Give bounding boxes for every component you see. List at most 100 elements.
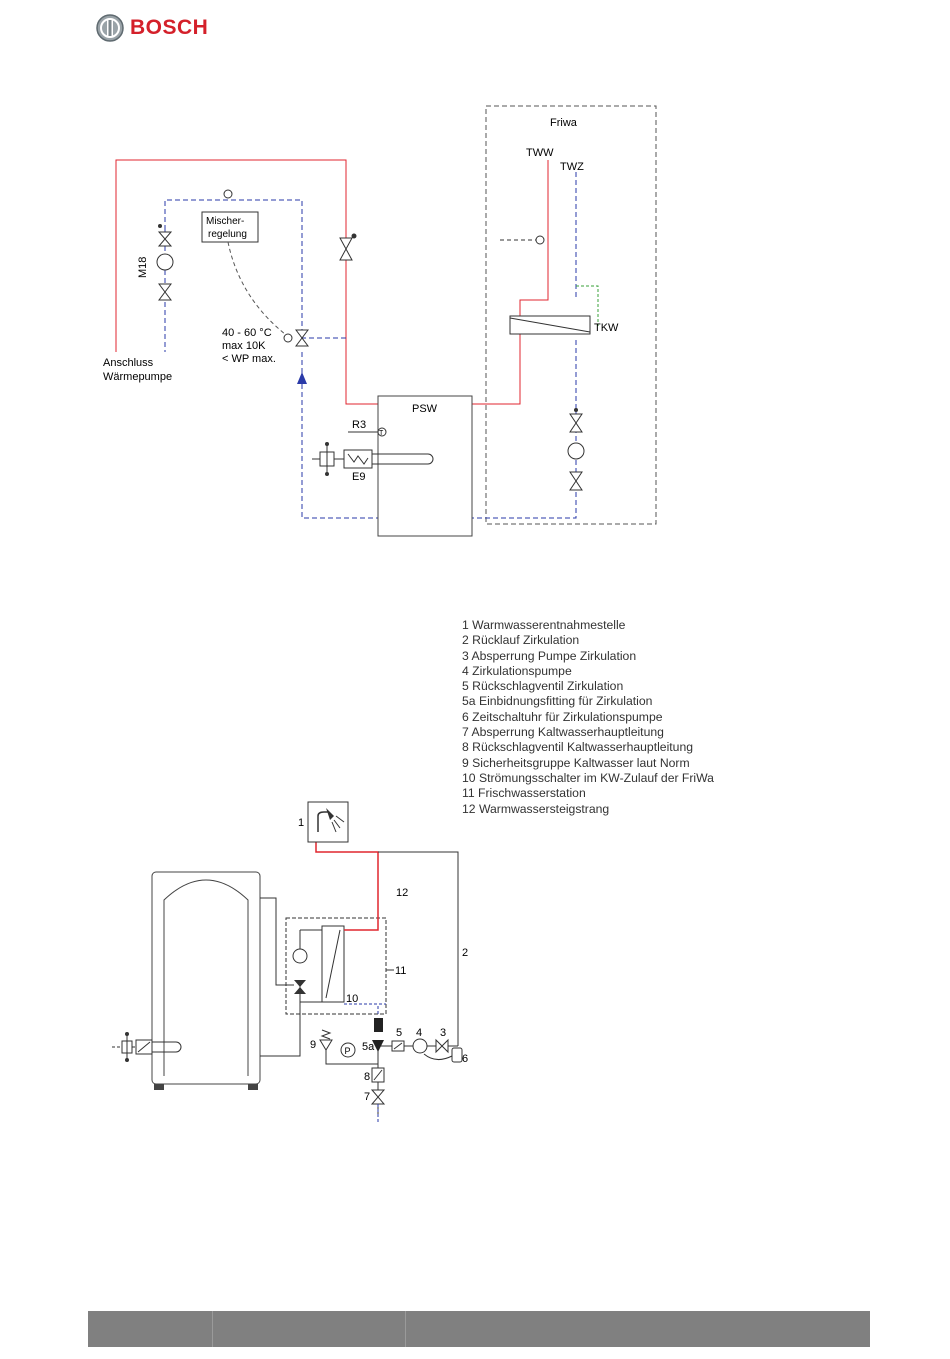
station-heat-exchanger-diagonal [325, 929, 341, 999]
legend-item: 8 Rückschlagventil Kaltwasserhauptleitun… [462, 740, 694, 755]
mixer-control-signal [227, 241, 291, 339]
legend-item: 5 Rückschlagventil Zirkulation [462, 679, 624, 694]
m18-valve-top [157, 231, 173, 247]
circulation-return-line [378, 851, 459, 1046]
flow-switch-icon [374, 1018, 383, 1032]
return-line [301, 352, 378, 519]
legend-item: 6 Zeitschaltuhr für Zirkulationspumpe [462, 709, 663, 724]
e9-label: E9 [352, 471, 365, 483]
pressure-gauge-icon [340, 1042, 356, 1058]
temp-range-line2: max 10K [222, 340, 266, 352]
tap-point-box [307, 801, 349, 843]
m18-pump-icon [156, 253, 174, 271]
circulation-pump-icon [412, 1038, 428, 1054]
footer-bar [88, 1311, 870, 1347]
legend-item: 12 Warmwassersteigstrang [462, 801, 610, 816]
e9-valve-dot-bottom [325, 472, 329, 476]
bosch-logo: BOSCH [96, 14, 208, 42]
label-4: 4 [416, 1027, 422, 1039]
shower-head-icon [326, 808, 334, 820]
mixer-temp-sensor-icon [223, 189, 233, 199]
heat-pump-connection-line1: Anschluss [103, 357, 154, 369]
flow-arrow-icon [297, 372, 307, 384]
temp-range-line3: < WP max. [222, 353, 276, 365]
legend-item: 10 Strömungsschalter im KW-Zulauf der Fr… [462, 770, 714, 785]
friwa-box [485, 105, 657, 525]
r3-sensor-symbol: T [379, 430, 384, 437]
storage-tank [151, 871, 261, 1085]
mixer-loop-line [164, 199, 346, 339]
label-5: 5 [396, 1027, 402, 1039]
psw-tank [377, 395, 473, 537]
heat-pump-connection-line2: Wärmepumpe [103, 371, 172, 383]
twz-label: TWZ [560, 161, 584, 173]
e9-heater-zigzag [347, 453, 369, 465]
temp-range-line1: 40 - 60 °C [222, 327, 272, 339]
legend-item: 4 Zirkulationspumpe [462, 663, 572, 678]
green-line [576, 285, 599, 326]
shower-spray-1 [333, 819, 341, 829]
heat-pump-supply-line [115, 159, 378, 405]
label-2: 2 [462, 947, 468, 959]
safety-valve-icon [319, 1039, 333, 1051]
tank-return-line [260, 985, 301, 1057]
label-1: 1 [298, 817, 304, 829]
fitting-5a-icon [372, 1040, 384, 1052]
label-8: 8 [364, 1071, 370, 1083]
tww-sensor-icon [535, 235, 545, 245]
pressure-gauge-symbol: P [345, 1046, 351, 1056]
mixer-control-line2: regelung [208, 229, 247, 240]
legend-item: 2 Rücklauf Zirkulation [462, 633, 580, 648]
m18-valve-bottom [158, 283, 172, 301]
tank-foot-left [154, 1084, 164, 1090]
shutoff-valve-3-icon [435, 1038, 449, 1054]
tww-label: TWW [526, 147, 554, 159]
label-3: 3 [440, 1027, 446, 1039]
friwa-valve-bottom [569, 471, 583, 491]
friwa-valve-top [569, 413, 583, 433]
heat-exchanger-diagonal [509, 317, 591, 333]
friwa-pump-icon [567, 442, 585, 460]
shower-spray-3 [331, 821, 337, 833]
mixer-motor-icon [283, 333, 293, 343]
component-legend: 1 Warmwasserentnahmestelle 2 Rücklauf Zi… [462, 618, 714, 817]
footer-segment-2 [213, 1311, 406, 1347]
label-6: 6 [462, 1053, 468, 1065]
tank-heating-rod [152, 1041, 182, 1053]
shower-spray-2 [335, 815, 345, 823]
tank-heater-valve-dot-top [125, 1032, 129, 1036]
r3-label: R3 [352, 419, 366, 431]
tww-line [472, 160, 549, 405]
mixer-valve [295, 329, 309, 347]
e9-valve-dot-top [325, 442, 329, 446]
cold-water-main [377, 1045, 458, 1116]
storage-tank-inner [163, 879, 249, 1076]
bosch-armature-icon [96, 14, 124, 42]
friwa-valve-dot [574, 408, 578, 412]
tank-outlet-line [260, 897, 294, 986]
station-pump-icon [292, 948, 308, 964]
e9-heating-rod [372, 453, 434, 465]
station-mixer-valve-icon [294, 980, 306, 994]
friwa-label: Friwa [550, 117, 578, 129]
cold-return-line [472, 340, 577, 519]
tank-heater-valve-dot-bottom [125, 1058, 129, 1062]
timer-icon [451, 1047, 463, 1063]
shutoff-valve-7-icon [370, 1089, 386, 1105]
legend-item: 7 Absperrung Kaltwasserhauptleitung [462, 725, 664, 740]
legend-item: 11 Frischwasserstation [462, 786, 586, 801]
cold-water-branch [325, 1046, 378, 1065]
psw-label: PSW [412, 403, 438, 415]
timer-wire [423, 1053, 453, 1060]
mixer-control-line1: Mischer- [206, 216, 244, 227]
label-9: 9 [310, 1039, 316, 1051]
check-valve-8-diagonal [373, 1069, 383, 1081]
m18-valve-dot [158, 224, 162, 228]
legend-item: 5a Einbidnungsfitting für Zirkulation [462, 694, 653, 709]
legend-item: 3 Absperrung Pumpe Zirkulation [462, 648, 637, 663]
footer-segment-1 [88, 1311, 213, 1347]
label-10: 10 [346, 993, 358, 1005]
label-7: 7 [364, 1091, 370, 1103]
label-12: 12 [396, 887, 408, 899]
check-valve-5-diagonal [393, 1042, 403, 1050]
